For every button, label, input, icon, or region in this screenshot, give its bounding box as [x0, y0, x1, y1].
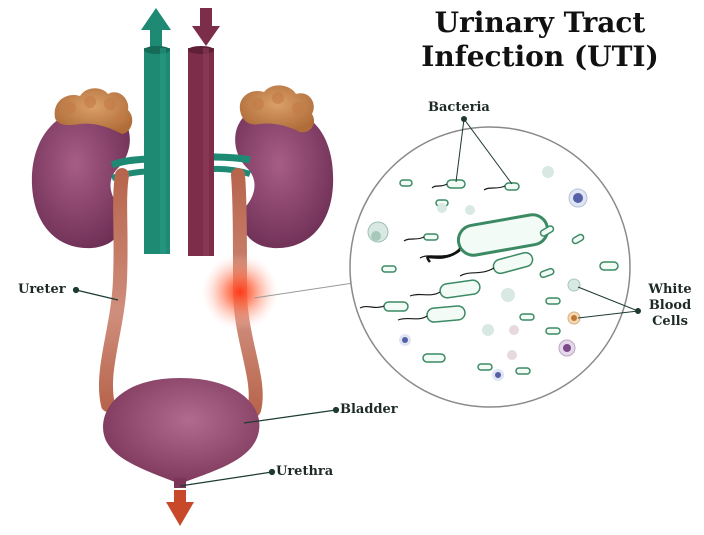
bladder-label: Bladder [340, 402, 398, 418]
renal-vessels [112, 156, 250, 178]
ureter-label: Ureter [18, 282, 66, 298]
page-title: Urinary Tract Infection (UTI) [400, 6, 680, 74]
aorta [144, 46, 170, 254]
title-line-1: Urinary Tract [400, 6, 680, 40]
right-kidney [235, 108, 333, 248]
wbc-label-line-2: Blood [642, 298, 698, 314]
bacteria-label: Bacteria [428, 100, 490, 116]
urethra-label: Urethra [276, 464, 333, 480]
wbc-label-line-3: Cells [642, 314, 698, 330]
urethra-down-arrow [166, 490, 194, 526]
artery-up-arrow [141, 8, 171, 48]
vein-down-arrow [192, 8, 220, 46]
bladder [103, 378, 259, 488]
white-blood-cells-label: White Blood Cells [642, 282, 698, 330]
infection-highlight [202, 254, 278, 330]
wbc-label-line-1: White [642, 282, 698, 298]
vena-cava [188, 46, 214, 256]
title-line-2: Infection (UTI) [400, 40, 680, 74]
